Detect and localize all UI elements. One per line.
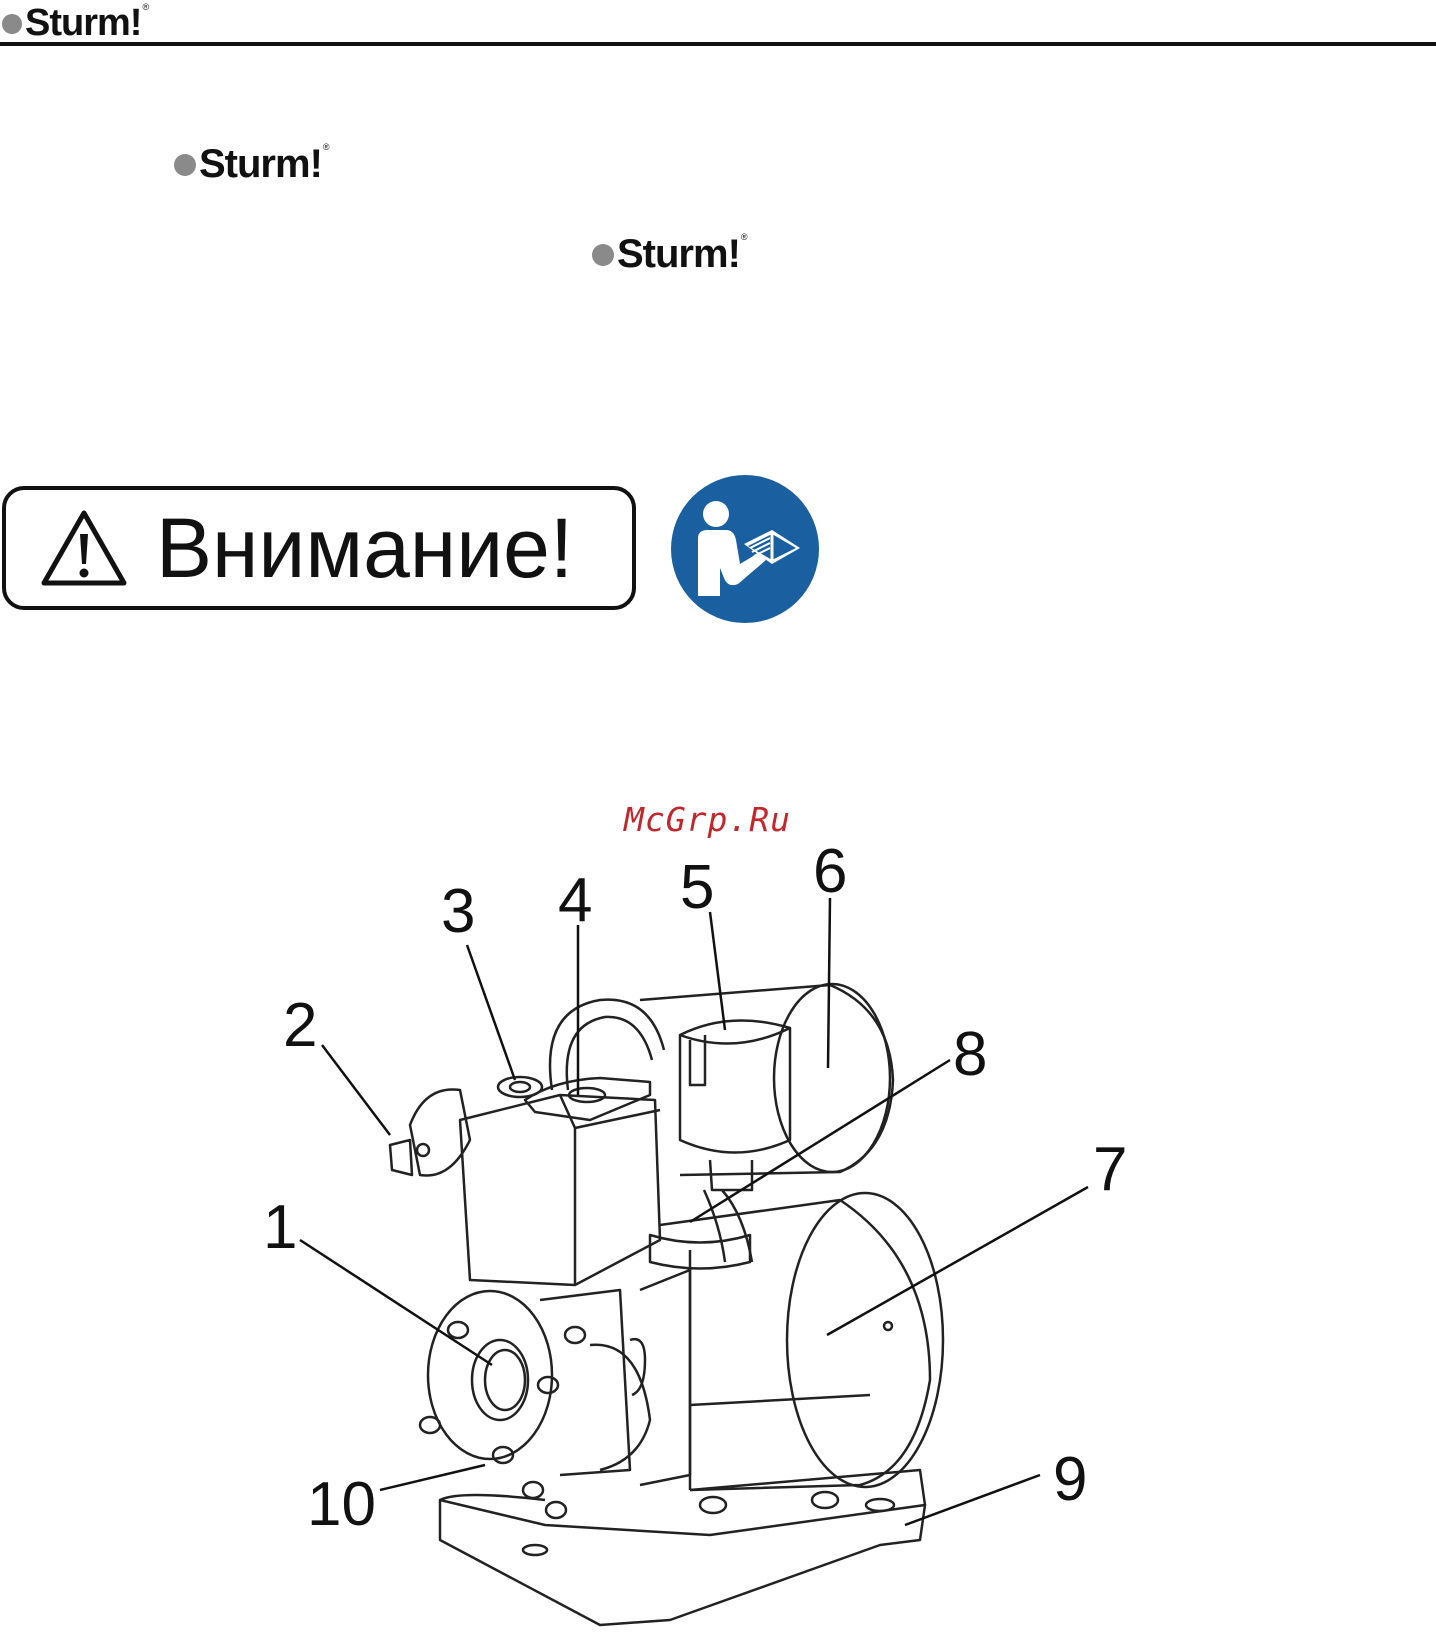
callout-9: 9 (1053, 1445, 1087, 1514)
callout-5: 5 (680, 853, 714, 922)
callout-10: 10 (307, 1470, 376, 1539)
callout-6: 6 (813, 837, 847, 906)
callout-4: 4 (558, 866, 592, 935)
callout-3: 3 (441, 877, 475, 946)
callout-8: 8 (953, 1020, 987, 1089)
callout-leader-lines (300, 898, 1088, 1525)
callout-7: 7 (1093, 1135, 1127, 1204)
callout-2: 2 (283, 991, 317, 1060)
callout-1: 1 (263, 1193, 297, 1262)
pump-drawing (390, 984, 943, 1625)
